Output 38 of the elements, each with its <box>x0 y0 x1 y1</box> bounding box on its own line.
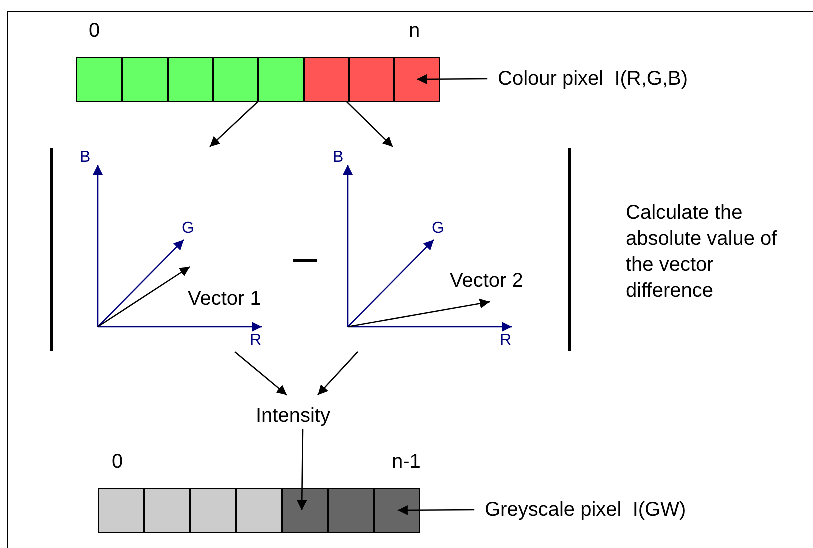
pixel-cell <box>190 488 236 533</box>
node-label: Greyscale pixel I(GW) <box>485 497 686 523</box>
pixel-cell <box>168 57 213 102</box>
axis-label: B <box>333 149 344 167</box>
pixel-cell <box>394 57 440 102</box>
pixel-cell <box>213 57 258 102</box>
vector-label: Vector 1 <box>188 287 262 311</box>
index-label: n-1 <box>392 450 421 475</box>
arrow <box>318 352 358 396</box>
pixel-cell <box>76 57 122 102</box>
arrow <box>297 429 308 510</box>
index-label: 0 <box>112 450 124 475</box>
index-label: 0 <box>89 19 100 44</box>
node-label: Intensity <box>256 403 330 429</box>
arrow <box>210 102 258 148</box>
pixel-cell <box>328 488 374 533</box>
axis-label: B <box>80 149 91 167</box>
note-text: Calculate the absolute value of the vector difference <box>626 201 778 304</box>
pixel-cell <box>258 57 304 102</box>
axis-label: R <box>250 332 262 350</box>
pixel-cell <box>144 488 190 533</box>
axis-label: G <box>182 220 194 238</box>
pixel-cell <box>282 488 328 533</box>
pixel-cell <box>304 57 349 102</box>
pixel-cell <box>374 488 420 533</box>
pixel-cell <box>349 57 394 102</box>
arrow <box>417 74 488 84</box>
arrow <box>346 102 394 148</box>
axis-label: R <box>500 332 512 350</box>
pixel-cell <box>98 488 144 533</box>
axis-label: G <box>432 220 444 238</box>
pixel-cell <box>236 488 282 533</box>
pixel-cell <box>122 57 168 102</box>
vector-label: Vector 2 <box>450 269 524 293</box>
node-label: Colour pixel I(R,G,B) <box>498 66 688 92</box>
arrow <box>398 505 475 516</box>
index-label: n <box>409 19 420 44</box>
arrow <box>234 352 288 396</box>
